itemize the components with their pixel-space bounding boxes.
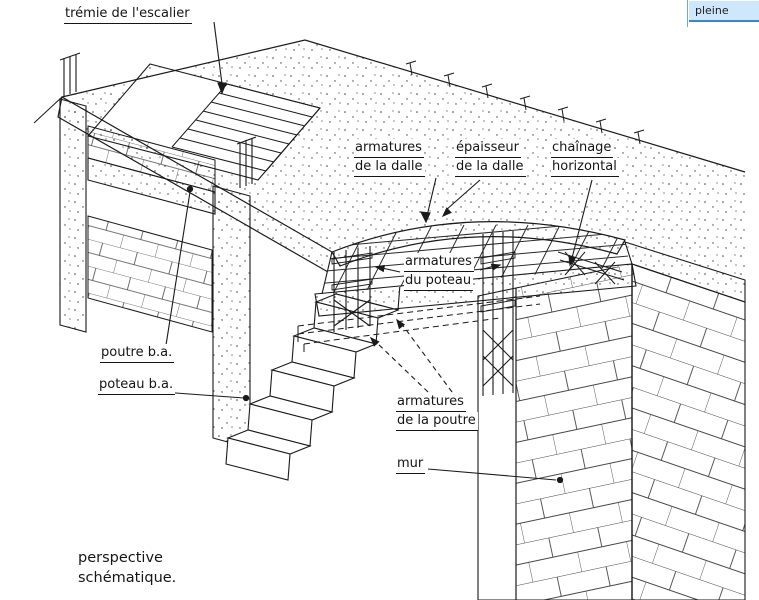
starter-bars-corner [59, 52, 81, 96]
left-pier [59, 98, 87, 333]
edge-dowel-ticks [405, 60, 645, 145]
ring-beam-band [624, 241, 746, 303]
figure-caption: perspective schématique. [76, 549, 179, 589]
wall-face-right [631, 263, 746, 600]
beam-rebar-dashed [297, 295, 541, 345]
label-poutre: poutre b.a. [100, 344, 175, 364]
armatures-poutre-arrowhead-2 [369, 336, 380, 347]
wall-face-left [515, 263, 633, 600]
upper-flight-stairs [171, 83, 321, 172]
armatures-dalle-arrowhead [420, 211, 431, 224]
column-rebar-cage-right [480, 231, 516, 396]
center-column-poteau [212, 185, 251, 449]
label-tremie: trémie de l'escalier [64, 5, 192, 25]
corner-column [477, 287, 517, 600]
poteau-leader-dot [242, 394, 250, 402]
mur-leader-dot [556, 476, 564, 484]
leader-lines [161, 21, 593, 484]
label-epaisseur-dalle: épaisseur de la dalle [455, 139, 526, 178]
label-armatures-poutre: armatures de la poutre [396, 393, 478, 432]
armatures-poteau-left-arrowhead [374, 264, 385, 273]
armatures-poteau-right-arrowhead [490, 263, 502, 271]
poutre-leader-dot [186, 185, 194, 193]
dropdown-item-pleine[interactable]: pleine [689, 1, 759, 22]
front-beam-band [314, 263, 637, 317]
slab-cut-edge-band [331, 221, 626, 267]
masonry-infill-lower [87, 215, 213, 333]
label-armatures-poteau: armatures du poteau [404, 253, 474, 292]
label-armatures-dalle: armatures de la dalle [354, 139, 425, 178]
beam-rebar-hooks [297, 326, 305, 352]
dropdown-fragment: pleine [687, 0, 759, 27]
column-rebar-cage-left [331, 246, 373, 332]
chainage-arrowhead [568, 255, 576, 267]
epaisseur-arrowhead [441, 207, 452, 218]
label-mur: mur [396, 455, 426, 475]
label-chainage: chaînage horizontal [551, 139, 619, 178]
starter-bars-mid [236, 136, 257, 188]
armatures-poutre-arrowhead-1 [396, 318, 406, 330]
tremie-arrowhead [217, 82, 227, 95]
label-poteau: poteau b.a. [98, 376, 176, 396]
